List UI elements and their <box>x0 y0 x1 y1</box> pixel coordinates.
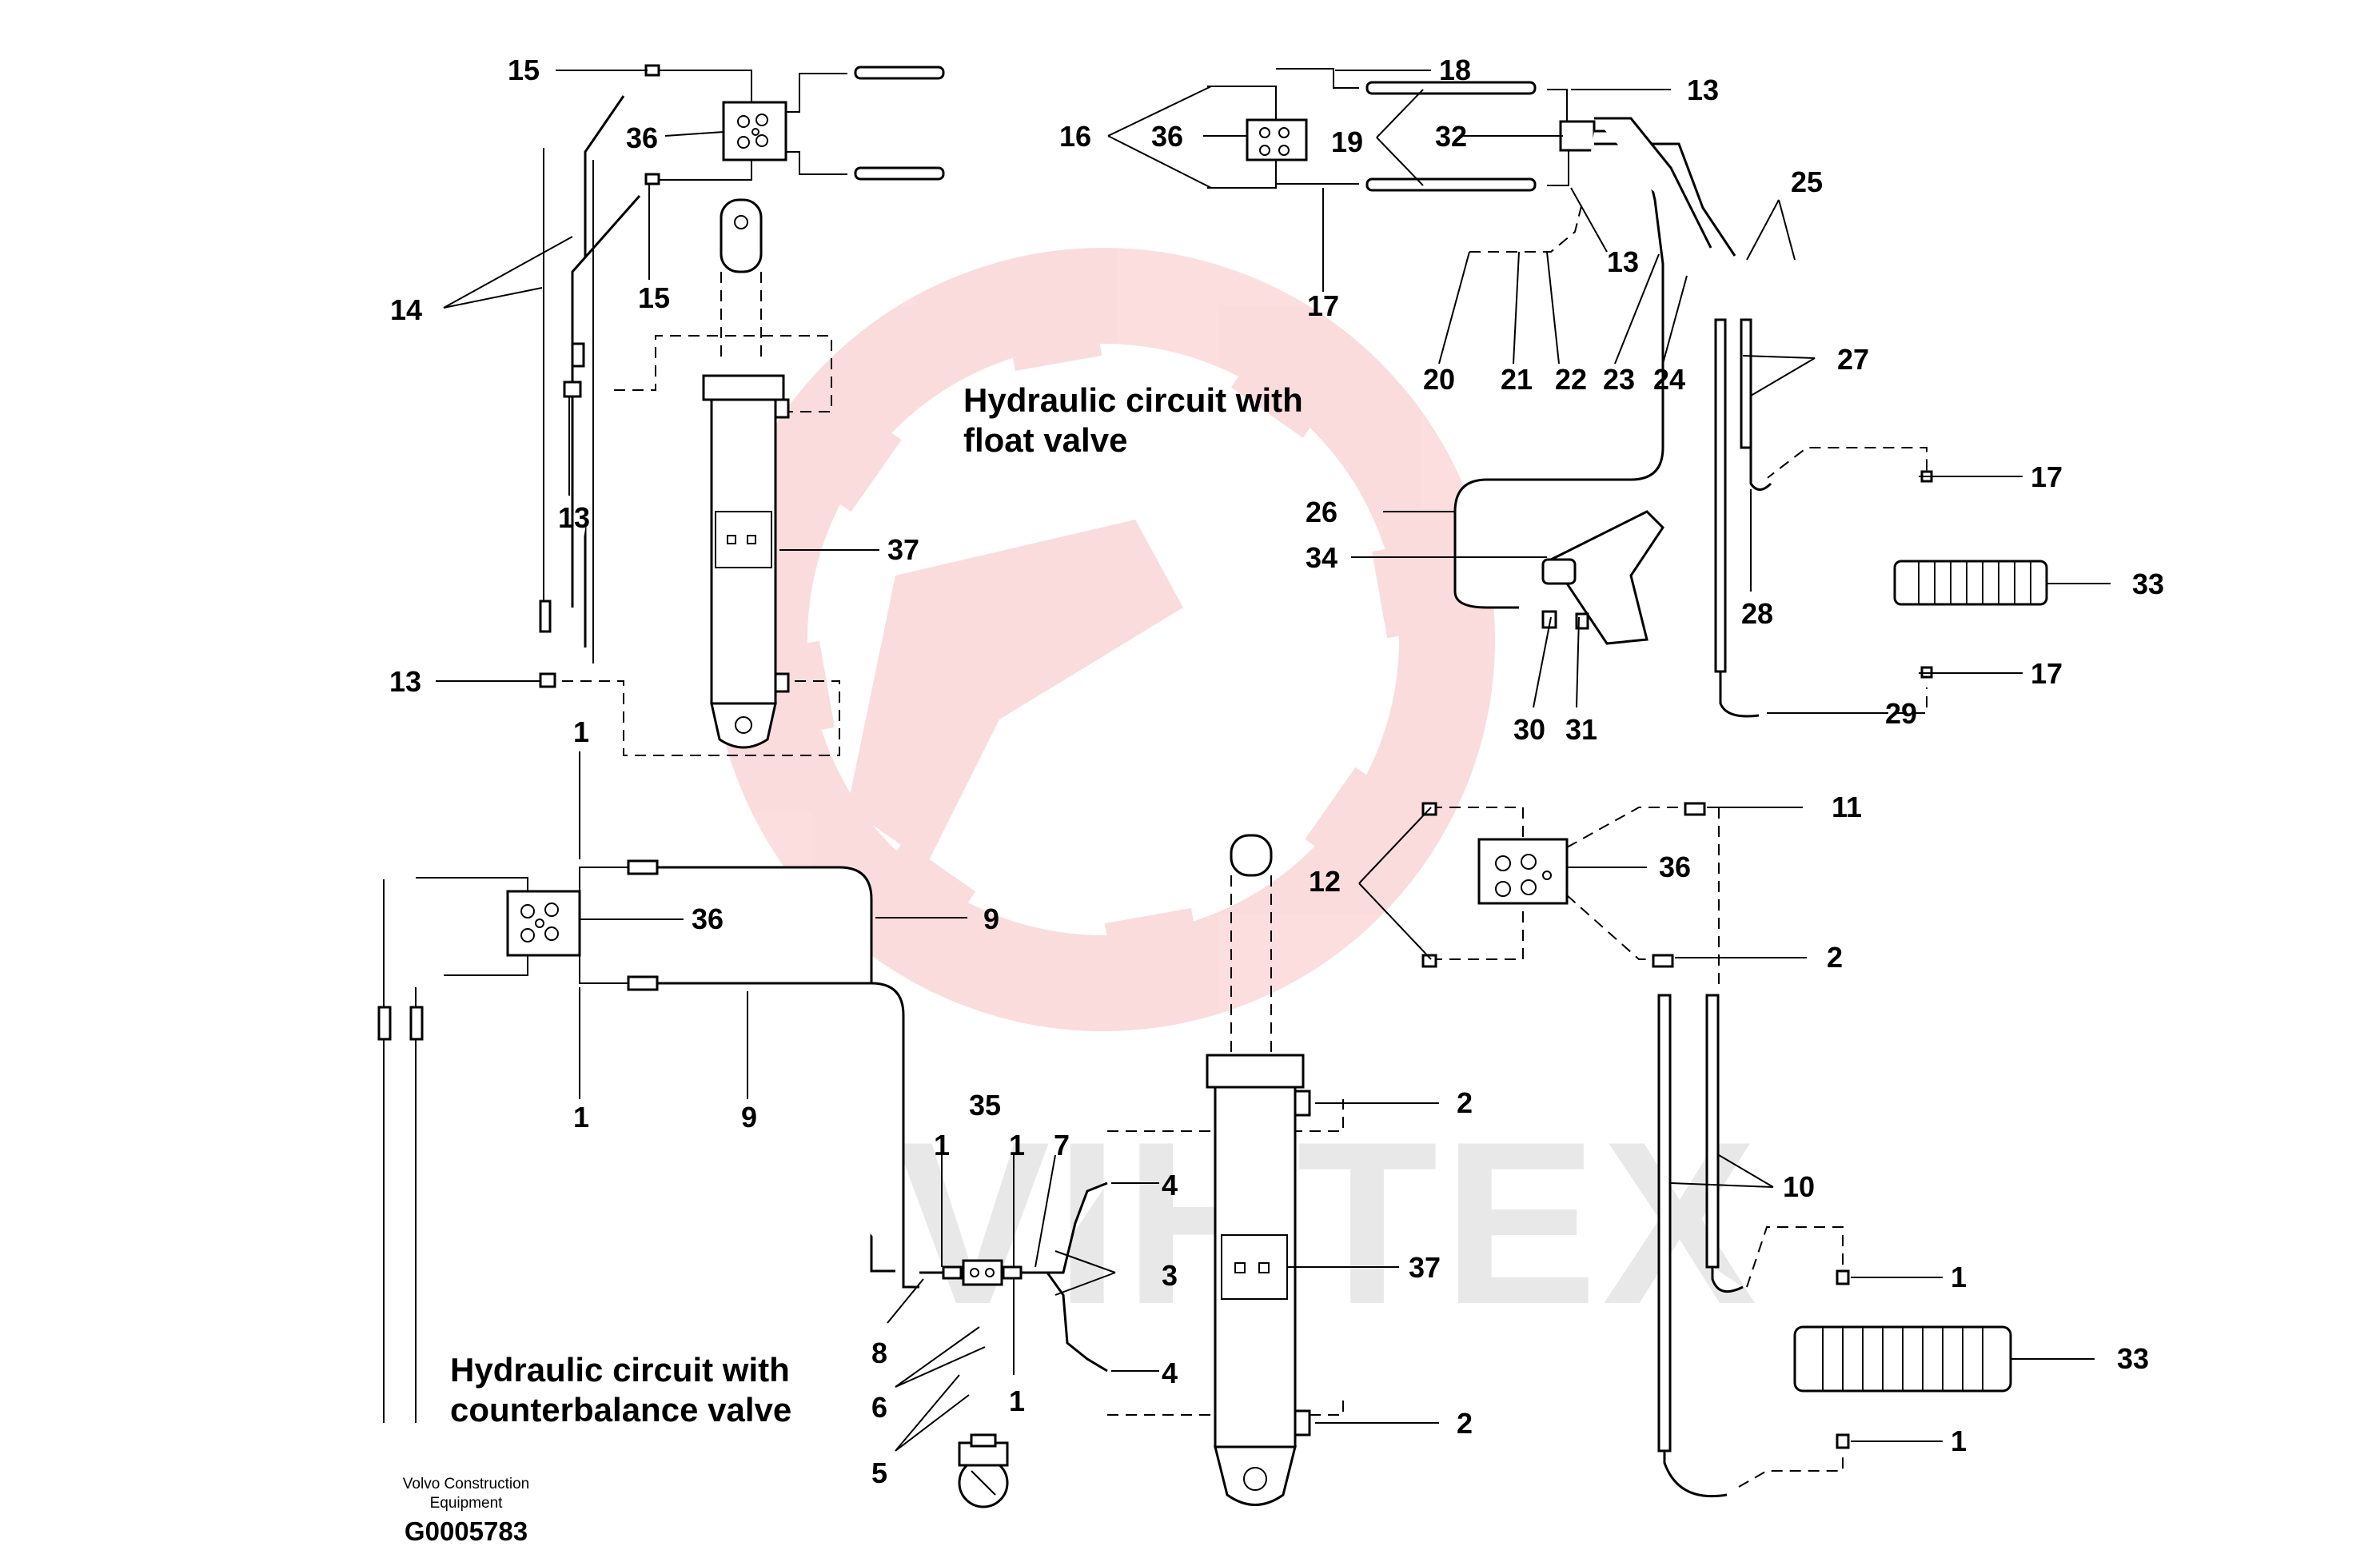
top-left-assembly <box>539 64 945 756</box>
cylinder-37-bottom <box>1214 1086 1297 1448</box>
leader-lines <box>436 70 2111 1452</box>
callout-10: 10 <box>1783 1170 1815 1203</box>
callout-35: 35 <box>969 1089 1001 1122</box>
callout-17: 17 <box>2031 657 2063 690</box>
watermark-logo <box>712 248 1495 1031</box>
callout-1: 1 <box>573 1101 589 1134</box>
callout-8: 8 <box>871 1337 887 1369</box>
callout-13: 13 <box>558 501 590 534</box>
callout-14: 14 <box>390 293 422 326</box>
callout-1: 1 <box>1951 1425 1967 1457</box>
callout-9: 9 <box>983 903 999 935</box>
bottom-right-assembly <box>1421 802 2012 1498</box>
callout-11: 11 <box>1832 791 1862 823</box>
counterbalance-valve-35 <box>962 1259 1003 1286</box>
footer-maker-line2: Equipment <box>430 1495 504 1512</box>
callout-27: 27 <box>1837 343 1869 376</box>
cylinder-37-top-left <box>710 398 777 705</box>
callout-30: 30 <box>1513 713 1545 746</box>
callout-7: 7 <box>1054 1129 1070 1162</box>
callout-28: 28 <box>1741 597 1773 630</box>
bracket-34 <box>1549 510 1664 645</box>
callout-36: 36 <box>692 903 724 935</box>
callout-17: 17 <box>2031 460 2063 493</box>
callout-31: 31 <box>1565 713 1597 746</box>
callout-15: 15 <box>508 54 540 86</box>
callout-26: 26 <box>1306 496 1338 528</box>
callout-2: 2 <box>1457 1086 1473 1119</box>
callout-34: 34 <box>1306 541 1338 574</box>
callout-15: 15 <box>638 281 670 314</box>
footer-code: G0005783 <box>405 1516 528 1546</box>
callout-4: 4 <box>1162 1169 1178 1201</box>
callout-2: 2 <box>1827 941 1843 974</box>
top-right-assembly <box>1207 68 2048 718</box>
callout-36: 36 <box>1659 851 1691 883</box>
callout-3: 3 <box>1162 1259 1178 1292</box>
callout-25: 25 <box>1791 165 1823 198</box>
bottom-left-assembly <box>377 834 1344 1508</box>
callout-36: 36 <box>626 122 658 154</box>
callout-17: 17 <box>1307 289 1339 322</box>
hose-27-a <box>1714 318 1727 673</box>
hose-19-upper <box>1365 81 1537 95</box>
callout-1: 1 <box>1009 1385 1025 1417</box>
callout-37: 37 <box>887 533 919 566</box>
hose-10-b <box>1705 994 1720 1269</box>
callout-21: 21 <box>1501 363 1533 396</box>
callout-36: 36 <box>1151 120 1183 153</box>
title-counterbalance-line2: counterbalance valve <box>450 1391 791 1428</box>
title-float-line2: float valve <box>963 421 1127 459</box>
callout-19: 19 <box>1331 126 1363 158</box>
callout-6: 6 <box>871 1391 887 1424</box>
valve-block-36-bottom-right <box>1477 838 1569 905</box>
hose-19-lower <box>1365 177 1537 192</box>
callout-24: 24 <box>1653 363 1685 396</box>
callout-4: 4 <box>1162 1357 1178 1389</box>
hose-27-b <box>1740 318 1752 449</box>
callout-22: 22 <box>1555 363 1587 396</box>
title-counterbalance-line1: Hydraulic circuit with <box>450 1351 790 1389</box>
cylinder-head-bottom <box>1206 1054 1305 1089</box>
hose-10-a <box>1657 994 1672 1452</box>
watermark-text: VIHTEX <box>895 1094 1761 1353</box>
float-valve-32 <box>1559 120 1596 152</box>
callout-1: 1 <box>1951 1261 1967 1293</box>
callout-13: 13 <box>1607 245 1639 278</box>
title-float-line1: Hydraulic circuit with <box>963 381 1303 419</box>
callout-18: 18 <box>1439 54 1471 86</box>
footer-maker-line1: Volvo Construction <box>403 1476 529 1492</box>
callout-20: 20 <box>1423 363 1455 396</box>
callout-23: 23 <box>1603 363 1635 396</box>
callout-13: 13 <box>389 665 421 698</box>
cylinder-head <box>702 374 785 401</box>
callout-37: 37 <box>1409 1251 1441 1284</box>
callout-9: 9 <box>741 1101 757 1134</box>
control-valve-33-top <box>1893 560 2048 606</box>
callout-16: 16 <box>1059 120 1091 153</box>
callout-1: 1 <box>934 1129 950 1162</box>
callout-2: 2 <box>1457 1407 1473 1440</box>
cylinder-rod-eye <box>720 198 763 273</box>
callout-13: 13 <box>1687 74 1719 106</box>
callout-5: 5 <box>871 1456 887 1489</box>
callout-33: 33 <box>2132 568 2164 600</box>
callout-12: 12 <box>1309 865 1341 898</box>
valve-block-36-top-left <box>722 101 787 161</box>
callout-33: 33 <box>2117 1342 2149 1375</box>
callout-29: 29 <box>1885 697 1917 730</box>
callout-1: 1 <box>1009 1129 1025 1162</box>
valve-block-36-top-right <box>1246 118 1308 161</box>
callout-1: 1 <box>573 715 589 748</box>
callout-32: 32 <box>1435 120 1467 153</box>
